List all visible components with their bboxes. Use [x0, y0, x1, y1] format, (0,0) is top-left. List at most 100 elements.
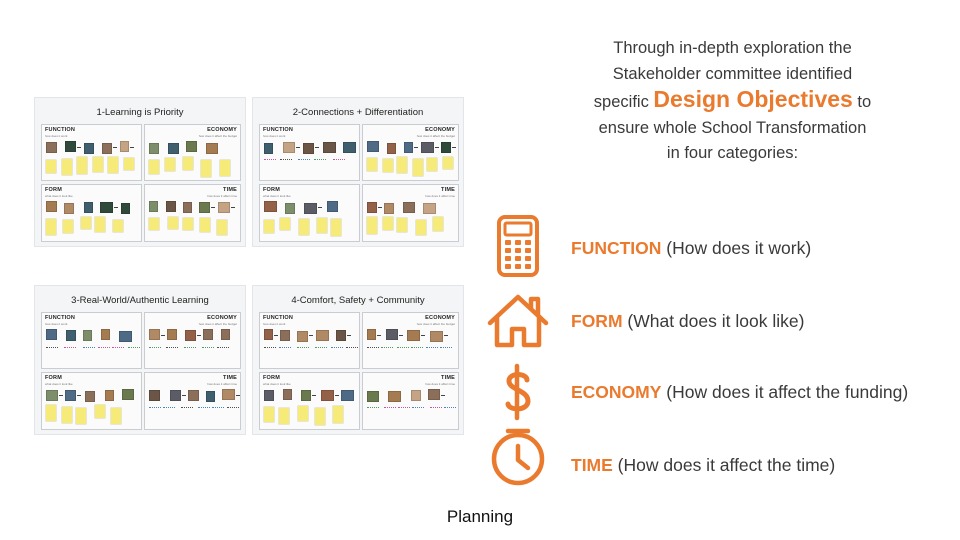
sticky-note: [149, 160, 159, 174]
sticky-note: [315, 408, 325, 425]
photo-thumbnail: [264, 390, 274, 401]
sticky-note: [168, 217, 178, 229]
design-objectives-highlight: Design Objectives: [653, 86, 853, 112]
category-desc: (How does it affect the funding): [661, 382, 909, 402]
sticky-note: [331, 219, 341, 236]
handwritten-note: [411, 347, 423, 356]
sticky-note: [46, 160, 56, 173]
arrow: [211, 207, 215, 208]
sticky-note: [279, 408, 289, 424]
handwritten-note: [64, 347, 76, 356]
handwritten-note: [398, 407, 410, 416]
sticky-note: [200, 218, 210, 232]
handwritten-note: [397, 347, 409, 356]
quadrant-subtitle: how does it affect the budget: [416, 134, 455, 138]
photo-thumbnail: [203, 329, 213, 340]
photo-thumbnail: [218, 202, 230, 213]
sticky-note: [416, 220, 426, 235]
handwritten-note: [314, 159, 326, 168]
photo-thumbnail: [46, 201, 57, 212]
calculator-icon: [486, 214, 550, 278]
photo-thumbnail: [285, 203, 295, 214]
photo-thumbnail: [304, 203, 317, 214]
photo-thumbnail: [186, 141, 197, 152]
quadrant-time: TIME how does it affect time: [144, 372, 241, 430]
sticky-note: [77, 157, 87, 174]
board-3: 3-Real-World/Authentic Learning FUNCTION…: [34, 285, 246, 435]
photo-thumbnail: [188, 390, 199, 401]
handwritten-note: [279, 347, 291, 356]
arrow: [414, 147, 418, 148]
photo-thumbnail: [283, 142, 295, 153]
photo-thumbnail: [102, 143, 112, 154]
photo-thumbnail: [83, 330, 92, 341]
sticky-note: [62, 407, 72, 423]
photo-thumbnail: [387, 143, 396, 154]
photo-thumbnail: [430, 331, 443, 342]
arrow: [347, 335, 351, 336]
sticky-note: [183, 157, 193, 170]
sticky-note: [113, 220, 123, 232]
category-desc: (How does it affect the time): [612, 455, 836, 475]
sticky-note: [201, 160, 211, 177]
quadrant-subtitle: how does it affect the budget: [198, 134, 237, 138]
photo-thumbnail: [384, 203, 394, 214]
quadrant-subtitle: how does it affect time: [207, 382, 237, 386]
photo-thumbnail: [428, 389, 440, 400]
category-name: FUNCTION: [571, 238, 662, 258]
photo-thumbnail: [321, 390, 334, 401]
sticky-note: [81, 217, 91, 229]
photo-thumbnail: [343, 142, 356, 153]
sticky-note: [111, 408, 121, 424]
photo-thumbnail: [411, 390, 421, 401]
arrow: [312, 395, 316, 396]
quadrant-time: TIME how does it affect time: [362, 372, 459, 430]
sticky-note: [95, 405, 105, 418]
arrow: [182, 395, 186, 396]
category-form: FORM (What does it look like): [571, 311, 804, 332]
quadrant-time: TIME how does it affect time: [362, 184, 459, 242]
arrow: [236, 395, 240, 396]
photo-thumbnail: [66, 330, 76, 341]
category-name: ECONOMY: [571, 382, 662, 402]
sticky-note: [76, 408, 86, 424]
category-name: FORM: [571, 311, 623, 331]
photo-thumbnail: [264, 201, 277, 212]
quadrant-subtitle: how does it work: [263, 322, 286, 326]
category-desc: (How does it work): [661, 238, 812, 258]
sticky-note: [333, 406, 343, 423]
arrow: [197, 335, 201, 336]
sticky-note: [264, 407, 274, 422]
handwritten-note: [444, 407, 456, 416]
quadrant-label: ECONOMY: [207, 315, 237, 321]
handwritten-note: [367, 347, 379, 356]
photo-thumbnail: [149, 201, 158, 212]
arrow: [114, 207, 118, 208]
quadrant-time: TIME how does it affect time: [144, 184, 241, 242]
sticky-note: [108, 157, 118, 173]
handwritten-note: [198, 407, 210, 416]
photo-thumbnail: [301, 390, 311, 401]
intro-line: Stakeholder committee identified: [612, 64, 853, 83]
photo-thumbnail: [316, 330, 329, 341]
sticky-note: [383, 217, 393, 230]
quadrant-label: FUNCTION: [45, 315, 76, 321]
arrow: [318, 207, 322, 208]
handwritten-note: [227, 407, 239, 416]
quadrant-form: FORM what does it look like: [41, 372, 142, 430]
photo-thumbnail: [423, 203, 436, 214]
board-title: 1-Learning is Priority: [96, 107, 184, 118]
handwritten-note: [83, 347, 95, 356]
arrow: [296, 147, 300, 148]
arrow: [130, 147, 134, 148]
arrow: [452, 147, 456, 148]
handwritten-note: [331, 347, 343, 356]
photo-thumbnail: [222, 389, 235, 400]
quadrant-label: TIME: [441, 375, 455, 381]
sticky-note: [264, 220, 274, 233]
quadrant-subtitle: what does it look like: [263, 194, 291, 198]
quadrant-form: FORM what does it look like: [41, 184, 142, 242]
quadrant-label: FORM: [45, 187, 62, 193]
photo-thumbnail: [199, 202, 210, 213]
photo-thumbnail: [386, 329, 398, 340]
